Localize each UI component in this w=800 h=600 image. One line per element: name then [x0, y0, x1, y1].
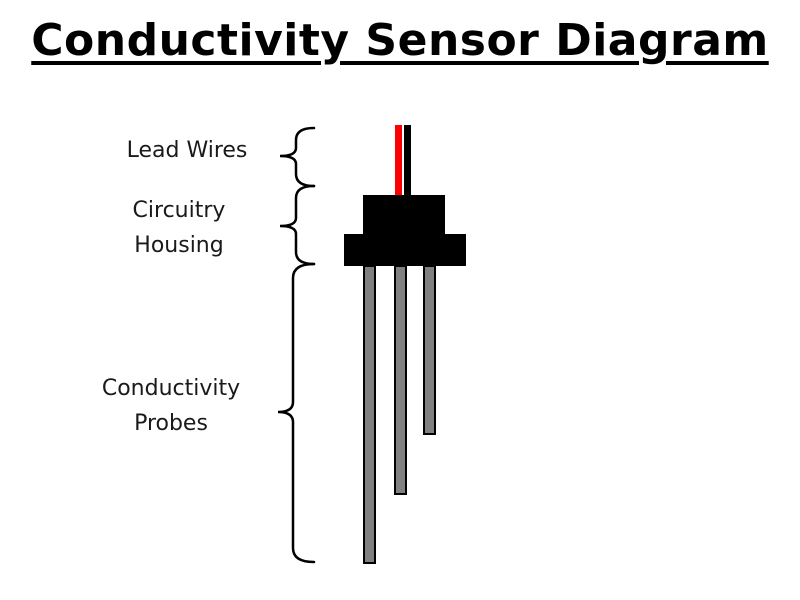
page-title: Conductivity Sensor Diagram: [31, 15, 769, 66]
brace-lead-wires: [279, 126, 316, 188]
brace-circuitry-housing: [279, 184, 316, 266]
probe-medium: [394, 265, 407, 495]
probe-long: [363, 265, 376, 564]
label-circuitry-housing-line1: Circuitry: [132, 198, 226, 223]
lead-wire-black: [404, 125, 411, 197]
brace-conductivity-probes: [277, 262, 316, 564]
label-lead-wires: Lead Wires: [94, 133, 280, 168]
housing-top: [363, 195, 445, 237]
housing-base: [344, 234, 466, 266]
lead-wire-red: [395, 125, 402, 197]
label-conductivity-probes-line2: Probes: [134, 411, 208, 436]
probe-short: [423, 265, 436, 435]
label-conductivity-probes: Conductivity Probes: [78, 371, 264, 441]
label-circuitry-housing-line2: Housing: [134, 233, 224, 258]
label-circuitry-housing: Circuitry Housing: [86, 193, 272, 263]
label-lead-wires-text: Lead Wires: [126, 138, 248, 163]
label-conductivity-probes-line1: Conductivity: [101, 376, 241, 401]
